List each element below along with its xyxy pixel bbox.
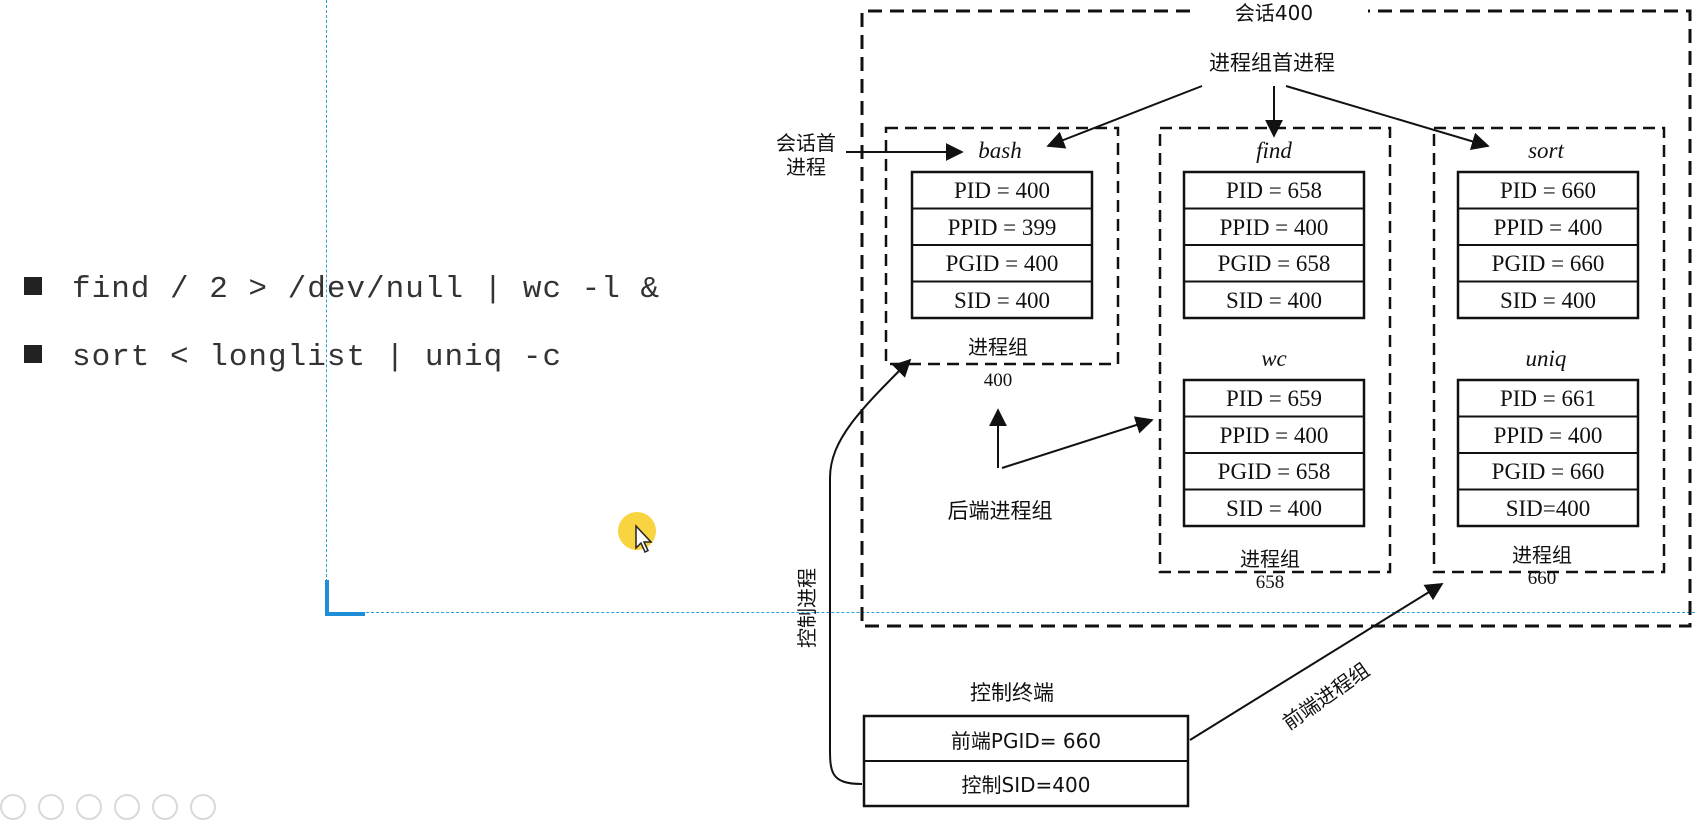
session-leader-label: 会话首 bbox=[776, 131, 836, 155]
process-group-box-400 bbox=[884, 126, 1120, 366]
process-group-id: 660 bbox=[1528, 568, 1557, 589]
process-table-uniq: PID = 661 PPID = 400 PGID = 660 SID=400 bbox=[1456, 378, 1640, 528]
process-group-box-660 bbox=[1432, 126, 1666, 574]
command-line-2: sort < longlist | uniq -c bbox=[24, 340, 562, 375]
terminal-title: 控制终端 bbox=[970, 681, 1054, 705]
process-table-sort: PID = 660 PPID = 400 PGID = 660 SID = 40… bbox=[1456, 170, 1640, 320]
control-process-path bbox=[828, 358, 912, 785]
session-border bbox=[860, 9, 1692, 628]
pen-icon[interactable] bbox=[76, 794, 102, 820]
slides-icon[interactable] bbox=[114, 794, 140, 820]
field-cell: SID = 400 bbox=[954, 288, 1050, 313]
bullet-icon bbox=[24, 277, 42, 295]
command-line-1: find / 2 > /dev/null | wc -l & bbox=[24, 272, 660, 307]
field-cell: SID=400 bbox=[1506, 496, 1591, 521]
selection-handle[interactable] bbox=[325, 580, 329, 614]
field-cell: PPID = 400 bbox=[1220, 215, 1329, 240]
session-label: 会话400 bbox=[1235, 1, 1313, 25]
process-group-label: 进程组 bbox=[968, 335, 1028, 359]
process-group-id: 400 bbox=[984, 370, 1013, 391]
process-name-find: find bbox=[1256, 138, 1292, 163]
process-table-bash: PID = 400 PPID = 399 PGID = 400 SID = 40… bbox=[910, 170, 1094, 320]
field-cell: PID = 661 bbox=[1500, 386, 1596, 411]
field-cell: PID = 659 bbox=[1226, 386, 1322, 411]
process-name-wc: wc bbox=[1261, 346, 1287, 371]
field-cell: PPID = 399 bbox=[948, 215, 1057, 240]
background-group-label: 后端进程组 bbox=[948, 499, 1053, 523]
more-icon[interactable] bbox=[190, 794, 216, 820]
field-cell: PID = 658 bbox=[1226, 178, 1322, 203]
selection-handle-bottom[interactable] bbox=[325, 612, 365, 616]
field-cell: SID = 400 bbox=[1226, 288, 1322, 313]
field-cell: PGID = 660 bbox=[1492, 251, 1605, 276]
field-cell: SID = 400 bbox=[1500, 288, 1596, 313]
terminal-ctrl-sid: 控制SID=400 bbox=[962, 773, 1091, 797]
selection-guide-horizontal bbox=[326, 612, 1695, 613]
command-text: sort < longlist | uniq -c bbox=[72, 340, 563, 375]
terminal-fg-pgid: 前端PGID= 660 bbox=[951, 729, 1101, 753]
zoom-icon[interactable] bbox=[152, 794, 178, 820]
process-name-bash: bash bbox=[978, 138, 1021, 163]
group-leader-label: 进程组首进程 bbox=[1209, 51, 1335, 75]
arrow-to-bash bbox=[1046, 85, 1203, 149]
field-cell: PGID = 660 bbox=[1492, 459, 1605, 484]
selection-guide-vertical bbox=[326, 0, 327, 612]
nav-forward-icon[interactable] bbox=[38, 794, 64, 820]
process-group-label: 进程组 bbox=[1512, 543, 1572, 567]
field-cell: PID = 400 bbox=[954, 178, 1050, 203]
nav-back-icon[interactable] bbox=[0, 794, 26, 820]
session-leader-label: 进程 bbox=[786, 155, 826, 179]
bullet-icon bbox=[24, 345, 42, 363]
field-cell: PPID = 400 bbox=[1494, 215, 1603, 240]
mouse-pointer-icon bbox=[635, 524, 653, 554]
arrow-to-sort bbox=[1285, 85, 1490, 151]
foreground-group-label: 前端进程组 bbox=[1278, 658, 1374, 735]
process-group-label: 进程组 bbox=[1240, 547, 1300, 571]
process-group-id: 658 bbox=[1256, 572, 1285, 593]
arrow-bg-to-658 bbox=[1001, 416, 1154, 469]
arrow-foreground bbox=[1189, 583, 1444, 741]
field-cell: PPID = 400 bbox=[1494, 423, 1603, 448]
control-process-label: 控制进程 bbox=[795, 568, 819, 648]
field-cell: PGID = 400 bbox=[946, 251, 1059, 276]
process-table-wc: PID = 659 PPID = 400 PGID = 658 SID = 40… bbox=[1182, 378, 1366, 528]
field-cell: PID = 660 bbox=[1500, 178, 1596, 203]
process-table-find: PID = 658 PPID = 400 PGID = 658 SID = 40… bbox=[1182, 170, 1366, 320]
field-cell: SID = 400 bbox=[1226, 496, 1322, 521]
field-cell: PGID = 658 bbox=[1218, 251, 1331, 276]
field-cell: PPID = 400 bbox=[1220, 423, 1329, 448]
command-text: find / 2 > /dev/null | wc -l & bbox=[72, 272, 661, 307]
presentation-toolbar bbox=[0, 794, 216, 820]
field-cell: PGID = 658 bbox=[1218, 459, 1331, 484]
terminal-table: 前端PGID= 660 控制SID=400 bbox=[862, 714, 1190, 808]
process-name-sort: sort bbox=[1528, 138, 1564, 163]
process-name-uniq: uniq bbox=[1526, 346, 1567, 371]
